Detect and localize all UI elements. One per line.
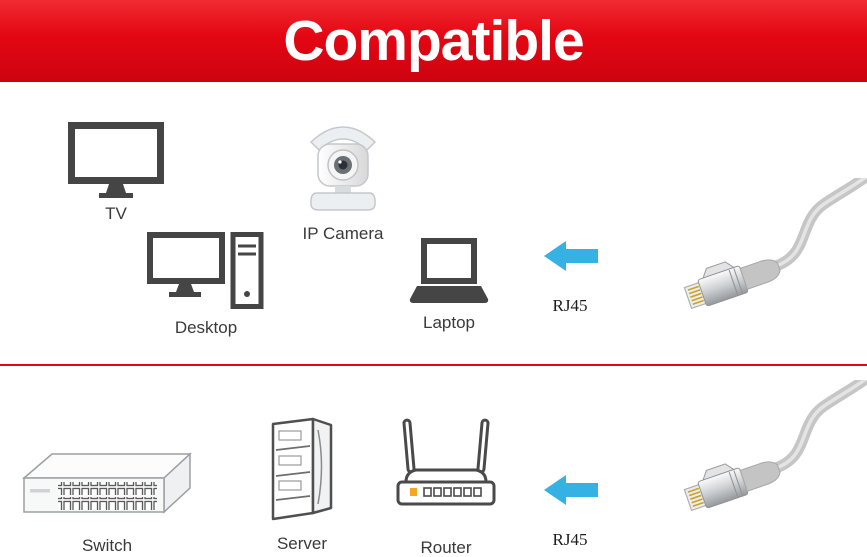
device-label: Router xyxy=(420,538,472,557)
device-label: IP Camera xyxy=(302,224,384,243)
server-icon xyxy=(261,410,343,528)
banner: Compatible xyxy=(0,0,867,82)
device-tv: TV xyxy=(62,122,170,224)
rj45-cable-icon xyxy=(672,169,867,328)
device-label: TV xyxy=(105,204,127,223)
device-label: Server xyxy=(276,534,328,553)
section-divider xyxy=(0,364,867,366)
device-desktop: Desktop xyxy=(146,232,266,338)
rj45-label: RJ45 xyxy=(552,296,588,315)
switch-icon xyxy=(18,448,196,526)
device-laptop: Laptop xyxy=(408,238,490,333)
device-label: Laptop xyxy=(423,313,475,332)
device-server: Server xyxy=(260,410,344,554)
router-icon xyxy=(390,414,502,522)
tv-icon xyxy=(68,122,164,200)
rj45-cable-icon xyxy=(672,371,867,530)
laptop-icon xyxy=(409,238,489,306)
device-label: Desktop xyxy=(174,318,238,337)
arrow-left-icon xyxy=(544,240,598,272)
device-switch: Switch xyxy=(18,448,196,556)
device-router: Router xyxy=(390,414,502,557)
ip-camera-icon xyxy=(301,118,385,218)
device-label: Switch xyxy=(81,536,133,555)
desktop-icon xyxy=(147,232,265,314)
device-ip-camera: IP Camera xyxy=(300,118,386,244)
arrow-left-icon xyxy=(544,474,598,506)
page-title: Compatible xyxy=(283,9,584,73)
rj45-label: RJ45 xyxy=(552,530,588,549)
